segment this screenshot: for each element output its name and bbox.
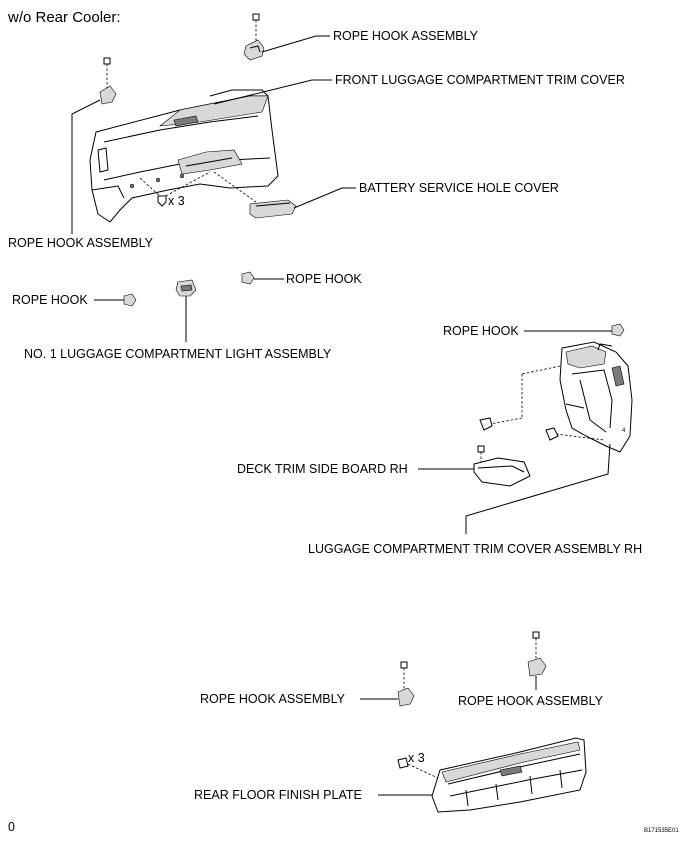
clips-front-part xyxy=(139,171,211,207)
label-rope-hook-mid: ROPE HOOK xyxy=(286,272,362,286)
label-rope-hook-right: ROPE HOOK xyxy=(443,324,519,338)
luggage-light-part xyxy=(175,279,197,297)
label-rear-floor-finish-plate: REAR FLOOR FINISH PLATE xyxy=(194,788,362,802)
label-rope-hook-assembly-top: ROPE HOOK ASSEMBLY xyxy=(333,29,479,43)
label-front-luggage-trim-cover: FRONT LUGGAGE COMPARTMENT TRIM COVER xyxy=(335,73,625,87)
luggage-trim-cover-rh-part: 4 xyxy=(489,341,633,453)
leader-rope-hook-assembly-left xyxy=(71,99,101,234)
battery-service-hole-cover-part xyxy=(213,171,297,219)
rope-hook-right-part xyxy=(611,323,625,337)
rope-hook-assembly-top-part xyxy=(243,13,265,61)
front-luggage-trim-cover-part xyxy=(89,89,279,223)
rope-hook-assembly-bottom-right-part xyxy=(527,631,547,677)
label-deck-trim-side-board: DECK TRIM SIDE BOARD RH xyxy=(237,462,408,476)
label-luggage-trim-cover-rh: LUGGAGE COMPARTMENT TRIM COVER ASSEMBLY … xyxy=(308,542,642,556)
svg-text:4: 4 xyxy=(622,428,626,434)
label-battery-service-hole-cover: BATTERY SERVICE HOLE COVER xyxy=(359,181,559,195)
leader-luggage-trim-cover-rh xyxy=(465,443,611,534)
label-clip-count-rear: x 3 xyxy=(408,751,425,765)
label-rope-hook-assembly-bottom-right: ROPE HOOK ASSEMBLY xyxy=(458,694,604,708)
leader-front-luggage-trim-cover xyxy=(213,79,332,105)
leader-rope-hook-assembly-top xyxy=(261,35,330,53)
label-no1-luggage-light: NO. 1 LUGGAGE COMPARTMENT LIGHT ASSEMBLY xyxy=(24,347,332,361)
rope-hook-assembly-left-part xyxy=(99,57,117,105)
label-rope-hook-assembly-bottom-left: ROPE HOOK ASSEMBLY xyxy=(200,692,346,706)
diagram-header: w/o Rear Cooler: xyxy=(7,9,121,26)
deck-trim-side-board-part xyxy=(473,445,531,487)
figure-code: B171535E01 xyxy=(644,828,679,834)
label-rope-hook-left: ROPE HOOK xyxy=(12,293,88,307)
rope-hook-assembly-bottom-left-part xyxy=(397,661,415,707)
label-rope-hook-assembly-left: ROPE HOOK ASSEMBLY xyxy=(8,236,154,250)
label-clip-count-front: x 3 xyxy=(168,194,185,208)
trim-clip-a-part xyxy=(479,417,493,431)
rear-floor-finish-plate-part xyxy=(431,737,587,813)
leader-battery-service-hole-cover xyxy=(293,187,356,209)
clip-rear-part xyxy=(397,757,443,781)
rope-hook-mid-part xyxy=(241,271,255,285)
trim-clip-b-part xyxy=(545,427,559,441)
page-marker: 0 xyxy=(8,820,15,834)
rope-hook-left-part xyxy=(123,293,137,307)
